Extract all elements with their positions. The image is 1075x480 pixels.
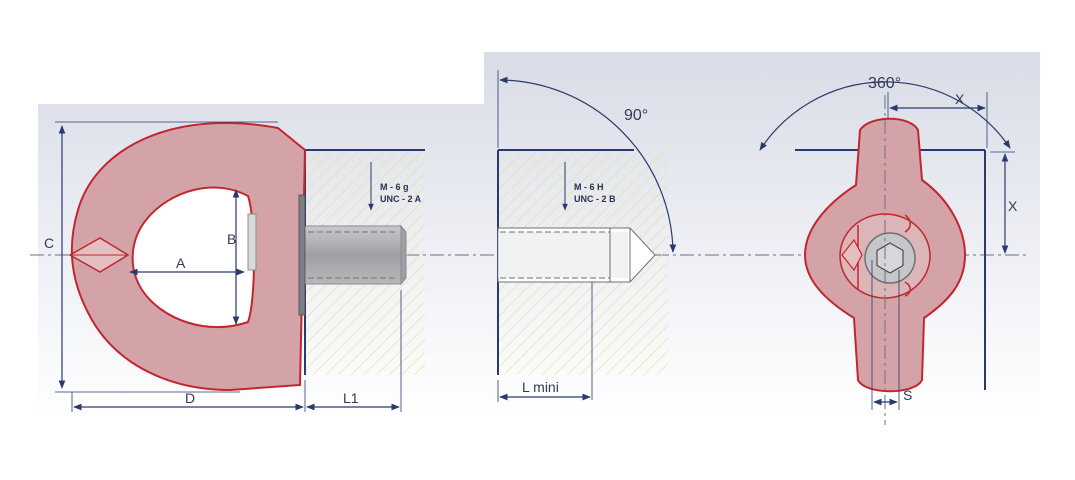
dim-b-label: B bbox=[227, 231, 236, 247]
dim-a-label: A bbox=[176, 255, 186, 271]
swivel-arc bbox=[759, 81, 1011, 151]
swivel-angle-label: 360° bbox=[868, 75, 901, 92]
bolt-thread-unc: UNC - 2 A bbox=[380, 194, 422, 204]
threaded-bolt bbox=[302, 225, 402, 285]
dim-x-top-label: X bbox=[955, 91, 965, 107]
dim-d-label: D bbox=[185, 390, 195, 406]
dim-l1-label: L1 bbox=[343, 390, 359, 406]
dim-x-side-label: X bbox=[1008, 198, 1018, 214]
tilt-angle-label: 90° bbox=[624, 107, 648, 124]
hole-thread-unc: UNC - 2 B bbox=[574, 194, 616, 204]
tilt-arc bbox=[499, 76, 677, 253]
front-view: X X S 360° bbox=[759, 75, 1018, 425]
dim-c-label: C bbox=[44, 235, 54, 251]
tapped-hole-view: L mini M - 6 H UNC - 2 B 90° bbox=[497, 70, 677, 402]
eye-side-view: C A B D L1 M - 6 g UNC - 2 A bbox=[44, 121, 425, 412]
hex-socket-icon bbox=[876, 242, 904, 274]
hole-thread-metric: M - 6 H bbox=[574, 182, 604, 192]
dim-lmini-label: L mini bbox=[522, 379, 559, 395]
eye-opening bbox=[131, 186, 255, 329]
dim-s-label: S bbox=[903, 387, 912, 403]
bolt-thread-metric: M - 6 g bbox=[380, 182, 409, 192]
